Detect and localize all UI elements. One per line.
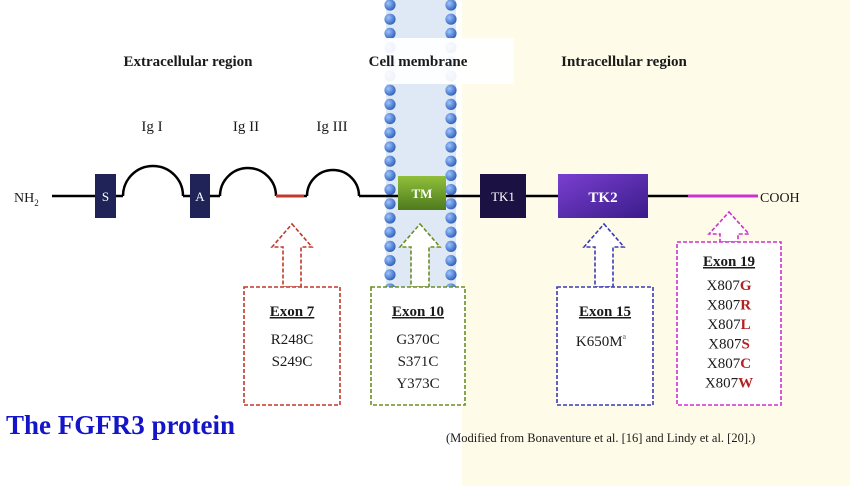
tk1-domain-label: TK1 <box>491 189 515 204</box>
exon19-mutation-position: X807 <box>707 317 741 333</box>
exon19-box <box>676 241 782 406</box>
membrane-bead <box>384 184 396 196</box>
exon19-mutation-residue: W <box>738 376 753 392</box>
transmembrane-domain-label: TM <box>412 186 433 201</box>
membrane-bead <box>384 226 396 238</box>
membrane-bead <box>384 27 396 39</box>
membrane-bead <box>445 98 457 110</box>
exon15-title: Exon 15 <box>579 304 631 320</box>
header-cell-membrane: Cell membrane <box>369 54 468 70</box>
exon19-mutation-position: X807 <box>705 376 739 392</box>
exon19-mutation-position: X807 <box>708 337 742 353</box>
tk1-domain-box <box>480 174 526 218</box>
membrane-bead <box>445 212 457 224</box>
membrane-bead <box>384 113 396 125</box>
exon19-mutation: X807L <box>707 317 750 333</box>
exon19-mutation-residue: S <box>742 337 750 353</box>
exon15-mutation: K650Ma <box>576 332 627 350</box>
ig1-label: Ig I <box>141 119 162 135</box>
membrane-bead <box>384 127 396 139</box>
membrane-bead <box>384 269 396 281</box>
membrane-bead <box>384 98 396 110</box>
exon19-mutation: X807S <box>708 337 750 353</box>
tk2-domain-box <box>558 174 648 218</box>
membrane-bead <box>445 13 457 25</box>
exon19-mutation-position: X807 <box>707 356 741 372</box>
signal-peptide-label: S <box>102 189 109 204</box>
membrane-bead <box>384 198 396 210</box>
membrane-bead <box>384 169 396 181</box>
exon19-mutation-residue: G <box>740 278 752 294</box>
tk2-domain-label: TK2 <box>588 190 617 206</box>
exon7-title: Exon 7 <box>270 304 315 320</box>
exon19-mutation-position: X807 <box>706 278 740 294</box>
exon19-mutation-residue: C <box>740 356 751 372</box>
exon7-mutation-1: R248C <box>271 332 314 348</box>
membrane-bead <box>384 141 396 153</box>
membrane-bead <box>384 255 396 267</box>
exon19-mutation: X807R <box>707 298 751 314</box>
membrane-bead <box>384 155 396 167</box>
membrane-bead <box>384 240 396 252</box>
membrane-bead <box>445 155 457 167</box>
membrane-bead <box>384 0 396 11</box>
exon19-title: Exon 19 <box>703 254 755 270</box>
membrane-bead <box>445 255 457 267</box>
acid-box-label: A <box>195 189 205 204</box>
intracellular-background <box>462 0 850 486</box>
exon19-mutation-position: X807 <box>707 298 741 314</box>
exon10-mutation-3: Y373C <box>396 376 439 392</box>
exon7-mutation-2: S249C <box>272 354 313 370</box>
membrane-bead <box>445 113 457 125</box>
exon15-mutation-text: K650M <box>576 334 623 350</box>
figure-title: The FGFR3 protein <box>6 410 235 440</box>
header-intracellular: Intracellular region <box>561 54 687 70</box>
exon19-mutation: X807W <box>705 376 753 392</box>
membrane-bead <box>445 240 457 252</box>
exon10-mutation-2: S371C <box>398 354 439 370</box>
membrane-bead <box>445 27 457 39</box>
exon19-mutation-residue: R <box>740 298 751 314</box>
ig2-label: Ig II <box>233 119 259 135</box>
exon15-box <box>556 286 654 406</box>
exon19-mutation: X807G <box>706 278 751 294</box>
membrane-bead <box>445 0 457 11</box>
membrane-bead <box>445 84 457 96</box>
membrane-bead <box>445 184 457 196</box>
membrane-bead <box>384 84 396 96</box>
membrane-bead <box>445 269 457 281</box>
exon15-footnote: a <box>623 332 627 341</box>
membrane-bead <box>445 141 457 153</box>
membrane-header-panel <box>354 38 514 84</box>
c-terminus-label: COOH <box>760 191 800 206</box>
acid-box <box>190 174 210 218</box>
exon10-title: Exon 10 <box>392 304 444 320</box>
signal-peptide-box <box>95 174 116 218</box>
n-terminus-label: NH2 <box>14 191 39 208</box>
membrane-bead <box>445 198 457 210</box>
membrane-bead <box>445 169 457 181</box>
exon10-mutation-1: G370C <box>396 332 439 348</box>
membrane-bead <box>445 127 457 139</box>
ig3-label: Ig III <box>316 119 347 135</box>
citation: (Modified from Bonaventure et al. [16] a… <box>446 431 755 445</box>
exon10-box <box>370 286 466 406</box>
membrane-bead <box>445 226 457 238</box>
exon19-mutation: X807C <box>707 356 751 372</box>
membrane-bead <box>384 13 396 25</box>
protein-backbone <box>52 164 688 198</box>
header-extracellular: Extracellular region <box>123 54 253 70</box>
exon7-arrow-icon <box>270 222 314 288</box>
exon19-mutation-residue: L <box>741 317 751 333</box>
membrane-bead <box>384 212 396 224</box>
transmembrane-domain-box <box>398 176 446 210</box>
exon7-box <box>243 286 341 406</box>
